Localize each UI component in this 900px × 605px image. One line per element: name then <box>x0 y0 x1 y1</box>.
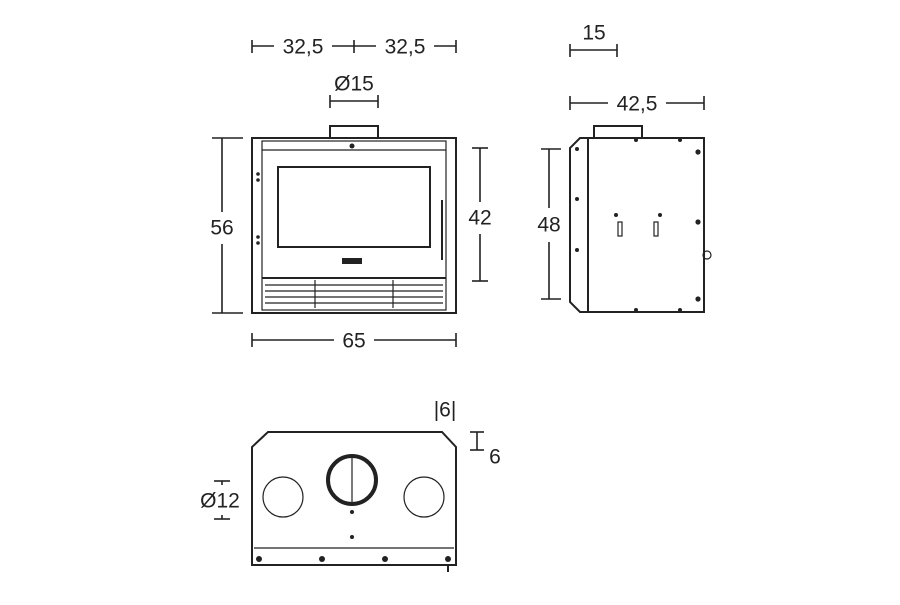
side-view: 15 42,5 48 <box>537 22 712 313</box>
dimension-chamfer: 6 <box>470 431 501 469</box>
front-inner-frame <box>261 140 447 311</box>
dim-label-chamfer: 6 <box>489 446 501 469</box>
dimension-total-height: 56 <box>210 137 243 314</box>
dimension-body-height: 48 <box>537 148 561 300</box>
dim-label-total-width: 65 <box>342 330 365 353</box>
dimension-flue-diameter: Ø15 <box>329 73 379 108</box>
dim-label-total-height: 56 <box>210 217 233 240</box>
front-outer-frame <box>251 137 457 314</box>
dimension-flue-offset: 15 <box>569 22 618 57</box>
dim-label-flue-offset: 15 <box>582 22 605 45</box>
dimension-depth: 42,5 <box>569 93 705 116</box>
dim-label-glass-height: 42 <box>468 207 491 230</box>
side-knob <box>702 250 712 260</box>
ash-grille <box>265 280 443 308</box>
dimension-total-width: 65 <box>251 330 457 353</box>
top-view: Ø12 |6| 6 <box>200 399 501 572</box>
door-handle <box>342 258 362 264</box>
air-duct-right <box>403 476 445 518</box>
flue-collar <box>329 125 379 139</box>
side-slot <box>653 221 659 237</box>
glass-window <box>277 166 431 248</box>
dim-label-depth: 42,5 <box>617 93 658 116</box>
dim-label-body-height: 48 <box>537 214 560 237</box>
dim-label-right-half: 32,5 <box>385 36 426 59</box>
dim-label-air-duct-diameter: Ø12 <box>200 490 240 513</box>
side-front-panel <box>569 137 588 313</box>
dim-label-left-half: 32,5 <box>283 36 324 59</box>
top-outline <box>251 431 457 566</box>
side-slot <box>617 221 623 237</box>
dimension-glass-height: 42 <box>468 147 492 282</box>
side-flue-collar <box>593 125 643 139</box>
dimension-width-halves: 32,5 32,5 <box>251 36 457 59</box>
dimension-air-duct-diameter: Ø12 <box>200 480 240 520</box>
dim-label-flue-setback: |6| <box>434 399 457 422</box>
front-view: 32,5 32,5 Ø15 56 42 65 <box>210 36 491 353</box>
air-duct-left <box>262 476 304 518</box>
side-body <box>587 137 705 313</box>
dim-label-flue-diameter: Ø15 <box>334 73 374 96</box>
